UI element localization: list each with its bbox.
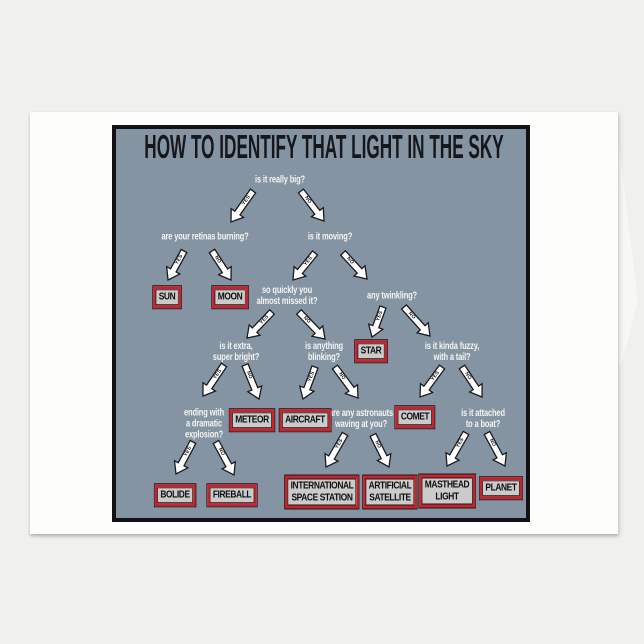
- question-really-big: is it really big?: [255, 174, 305, 186]
- arrow-label-no-11: NO: [245, 370, 254, 380]
- arrow-label-no-19: NO: [373, 440, 382, 450]
- arrow-no-9: [400, 303, 431, 337]
- arrow-no-1: [297, 188, 325, 222]
- arrow-label-no-3: NO: [213, 255, 222, 265]
- arrow-no-17: [212, 439, 237, 477]
- answer-aircraft: AIRCRAFT: [279, 409, 331, 431]
- answer-star: STAR: [355, 340, 387, 362]
- answer-comet: COMET: [395, 406, 435, 428]
- arrow-yes-16: [173, 439, 197, 476]
- arrow-label-no-17: NO: [217, 447, 226, 457]
- arrow-label-yes-0: YES: [241, 194, 252, 206]
- arrow-label-yes-10: YES: [212, 368, 223, 381]
- question-extra-super-bright: is it extra,super bright?: [212, 341, 260, 363]
- arrow-no-7: [295, 308, 326, 340]
- arrow-label-yes-2: YES: [174, 253, 185, 266]
- answer-moon: MOON: [212, 286, 248, 308]
- arrow-label-no-15: NO: [463, 371, 472, 381]
- arrow-label-no-5: NO: [345, 256, 355, 266]
- arrow-label-yes-6: YES: [259, 314, 271, 326]
- arrow-label-yes-8: YES: [375, 310, 384, 322]
- arrow-no-15: [458, 364, 483, 398]
- greeting-card: YES NO YES NO YES NO YES NO YES NO YES NO YES NO YES NO…: [30, 112, 618, 534]
- arrow-yes-14: [419, 364, 446, 398]
- arrow-no-13: [331, 364, 359, 399]
- arrow-yes-0: [230, 188, 257, 223]
- arrow-label-no-1: NO: [303, 195, 313, 205]
- arrow-yes-6: [246, 308, 276, 339]
- answer-sun: SUN: [153, 286, 181, 308]
- arrow-yes-8: [367, 305, 387, 339]
- question-is-it-moving: is it moving?: [307, 231, 353, 243]
- arrow-yes-10: [202, 362, 228, 397]
- arrow-label-no-7: NO: [302, 315, 312, 325]
- answer-bolide: BOLIDE: [154, 484, 196, 506]
- arrow-label-no-21: NO: [488, 438, 497, 448]
- arrow-no-11: [241, 362, 263, 401]
- arrow-label-yes-14: YES: [430, 370, 441, 382]
- question-kinda-fuzzy: is it kinda fuzzy,with a tail?: [424, 341, 480, 363]
- arrow-no-3: [208, 248, 232, 281]
- arrow-label-yes-16: YES: [183, 445, 193, 458]
- arrow-label-yes-12: YES: [307, 370, 317, 382]
- arrow-label-yes-4: YES: [303, 255, 315, 267]
- arrow-yes-4: [292, 250, 319, 281]
- arrow-label-yes-20: YES: [455, 436, 466, 449]
- arrow-no-5: [339, 249, 368, 280]
- arrow-yes-2: [165, 248, 188, 282]
- arrow-label-yes-18: YES: [334, 437, 345, 450]
- question-retinas-burning: are your retinas burning?: [161, 231, 249, 243]
- question-any-twinkling: any twinkling?: [367, 290, 417, 302]
- arrow-yes-18: [324, 431, 349, 469]
- arrows-layer: YES NO YES NO YES NO YES NO YES NO YES NO YES NO YES NO…: [165, 188, 508, 477]
- answer-planet: PLANET: [479, 477, 523, 499]
- arrow-yes-12: [298, 365, 319, 401]
- answer-meteor: METEOR: [229, 409, 275, 431]
- flowchart-panel: YES NO YES NO YES NO YES NO YES NO YES NO YES NO YES NO…: [112, 125, 530, 522]
- arrow-label-no-9: NO: [407, 311, 417, 321]
- diagram-title: HOW TO IDENTIFY THAT LIGHT IN THE SKY: [144, 128, 504, 165]
- arrow-no-19: [369, 432, 392, 469]
- answer-fireball: FIREBALL: [207, 484, 257, 506]
- arrow-label-no-13: NO: [337, 371, 347, 381]
- flowchart-canvas: YES NO YES NO YES NO YES NO YES NO YES NO YES NO YES NO…: [112, 125, 530, 522]
- arrow-yes-20: [445, 430, 470, 468]
- arrow-no-21: [483, 430, 508, 468]
